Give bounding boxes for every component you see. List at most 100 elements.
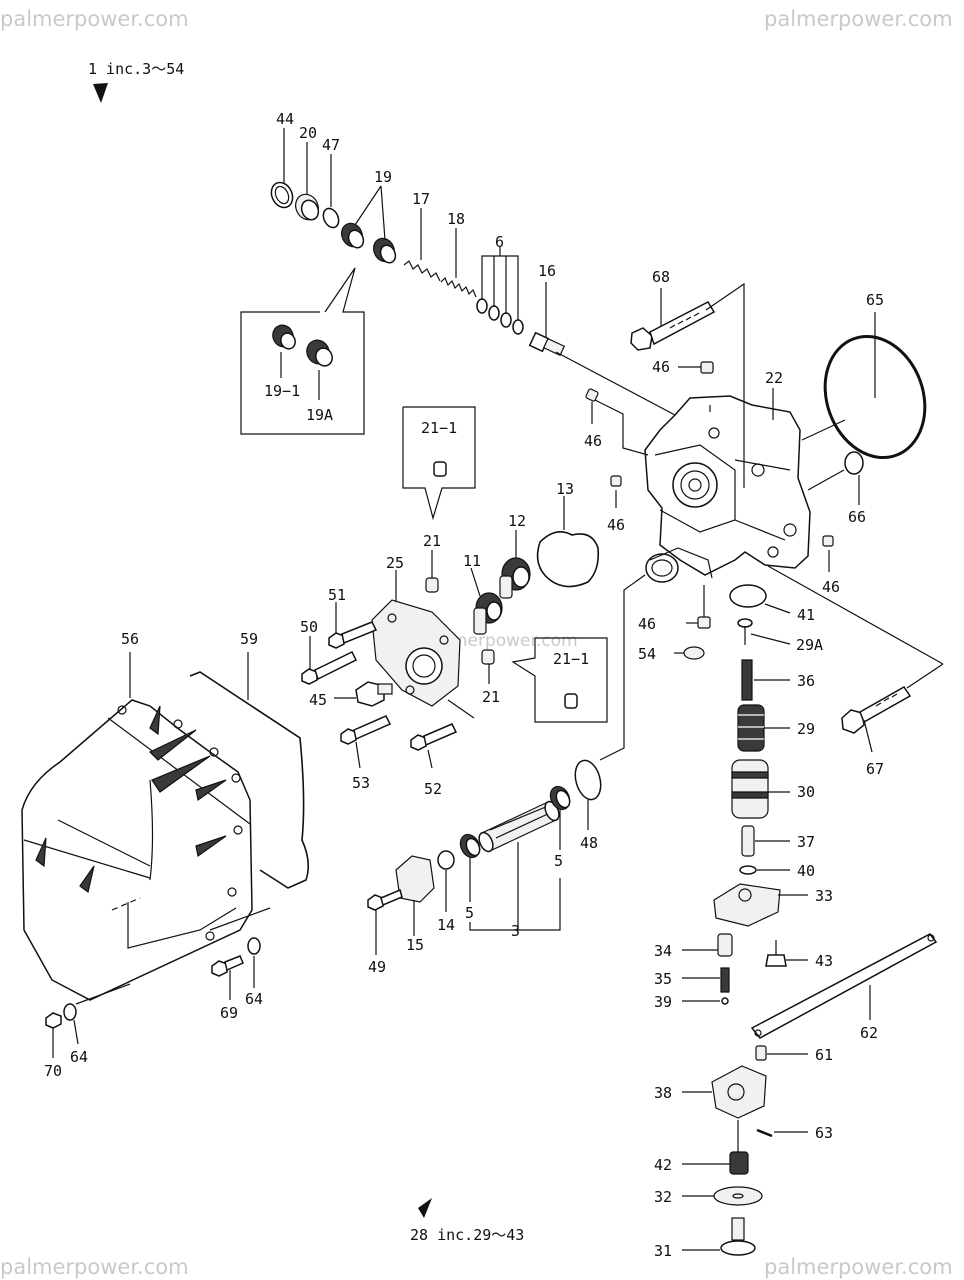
callout-17: 17 (412, 190, 430, 208)
inset-box-21-lower: 21−1 (511, 637, 608, 723)
callout-45: 45 (309, 691, 327, 709)
callout-12: 12 (508, 512, 526, 530)
callout-51: 51 (328, 586, 346, 604)
callout-25: 25 (386, 554, 404, 572)
callout-20: 20 (299, 124, 317, 142)
callout-5-a: 5 (465, 904, 474, 922)
callout-30: 30 (797, 783, 815, 801)
callout-46-c: 46 (607, 516, 625, 534)
callout-21-a: 21 (423, 532, 441, 550)
part-67-bolt (767, 565, 944, 753)
watermark-bottom-left: palmerpower.com (0, 1255, 189, 1279)
callout-64-b: 64 (70, 1048, 88, 1066)
part-42-bushing (682, 1120, 749, 1175)
watermark-bottom-right: palmerpower.com (764, 1255, 953, 1279)
label-21-1-upper: 21−1 (421, 419, 457, 437)
part-6-shims (476, 298, 524, 335)
part-31-bolt (682, 1217, 756, 1256)
part-14-plug (437, 850, 455, 912)
callout-29A: 29A (796, 636, 823, 654)
callout-21-b: 21 (482, 688, 500, 706)
callout-44: 44 (276, 110, 294, 128)
callout-41: 41 (797, 606, 815, 624)
callout-54: 54 (638, 645, 656, 663)
callout-33: 33 (815, 887, 833, 905)
part-29A-pin (737, 618, 791, 645)
part-61-fitting (755, 1045, 808, 1061)
part-54-cap (674, 646, 705, 660)
part-45-plug (334, 681, 393, 707)
callout-61: 61 (815, 1046, 833, 1064)
part-52-bolt (410, 699, 475, 769)
callout-6: 6 (495, 233, 504, 251)
part-51-bolt (328, 602, 378, 649)
callout-14: 14 (437, 916, 455, 934)
callout-19: 19 (374, 168, 392, 186)
callout-46-b: 46 (584, 432, 602, 450)
callout-46-a: 46 (652, 358, 670, 376)
part-18-spring (440, 276, 477, 298)
callout-59: 59 (240, 630, 258, 648)
part-33-block (713, 883, 808, 927)
assembly-note-top: 1 inc.3〜54 (88, 60, 184, 78)
part-69-bolt (209, 907, 271, 1000)
part-59-gasket (189, 652, 310, 889)
part-63-pin (756, 1128, 808, 1138)
part-29-spool (737, 704, 790, 752)
arrow-icon-bottom (418, 1198, 432, 1218)
callout-62: 62 (860, 1024, 878, 1042)
callout-63: 63 (815, 1124, 833, 1142)
part-39-ball (721, 997, 729, 1005)
callout-3: 3 (511, 922, 520, 940)
watermark-top-left: palmerpower.com (0, 7, 189, 31)
part-30-sleeve (731, 759, 790, 819)
callout-35: 35 (654, 970, 672, 988)
callout-42: 42 (654, 1156, 672, 1174)
callout-40: 40 (797, 862, 815, 880)
callout-22: 22 (765, 369, 783, 387)
callout-56: 56 (121, 630, 139, 648)
callout-64-a: 64 (245, 990, 263, 1008)
callout-15: 15 (406, 936, 424, 954)
label-19A: 19A (306, 406, 333, 424)
filter-leaders (469, 810, 561, 931)
callout-67: 67 (866, 760, 884, 778)
watermark-top-right: palmerpower.com (764, 7, 953, 31)
part-68-bolt (630, 282, 745, 488)
part-62-arm (750, 933, 938, 1039)
callout-49: 49 (368, 958, 386, 976)
callout-29: 29 (797, 720, 815, 738)
callout-48: 48 (580, 834, 598, 852)
part-70-nut (45, 1012, 62, 1058)
part-34-collar (682, 933, 733, 957)
part-48-o-ring (574, 574, 646, 830)
callout-39: 39 (654, 993, 672, 1011)
part-21-dowel-a (425, 550, 439, 593)
part-12-gear (499, 530, 531, 599)
part-19-spool-a (341, 222, 365, 249)
part-47-o-ring (322, 207, 340, 229)
callout-66: 66 (848, 508, 866, 526)
callout-70: 70 (44, 1062, 62, 1080)
part-35-spring (720, 967, 730, 993)
callout-32: 32 (654, 1188, 672, 1206)
part-20-plug (295, 193, 320, 221)
part-37-pin (741, 825, 790, 857)
part-32-washer (682, 1186, 763, 1206)
callout-18: 18 (447, 210, 465, 228)
part-64-washer-b (63, 983, 131, 1045)
part-5-seal-a (459, 833, 481, 859)
callout-47: 47 (322, 136, 340, 154)
part-66-o-ring (844, 451, 864, 475)
part-3-filter (478, 800, 560, 853)
part-22-housing (644, 395, 811, 583)
part-56-cover (21, 652, 253, 1001)
part-46-plugs (585, 361, 834, 629)
callout-43: 43 (815, 952, 833, 970)
part-44-snap-ring (270, 181, 294, 209)
part-21-dowel-b (481, 649, 495, 684)
callout-16: 16 (538, 262, 556, 280)
callout-69: 69 (220, 1004, 238, 1022)
callout-68: 68 (652, 268, 670, 286)
